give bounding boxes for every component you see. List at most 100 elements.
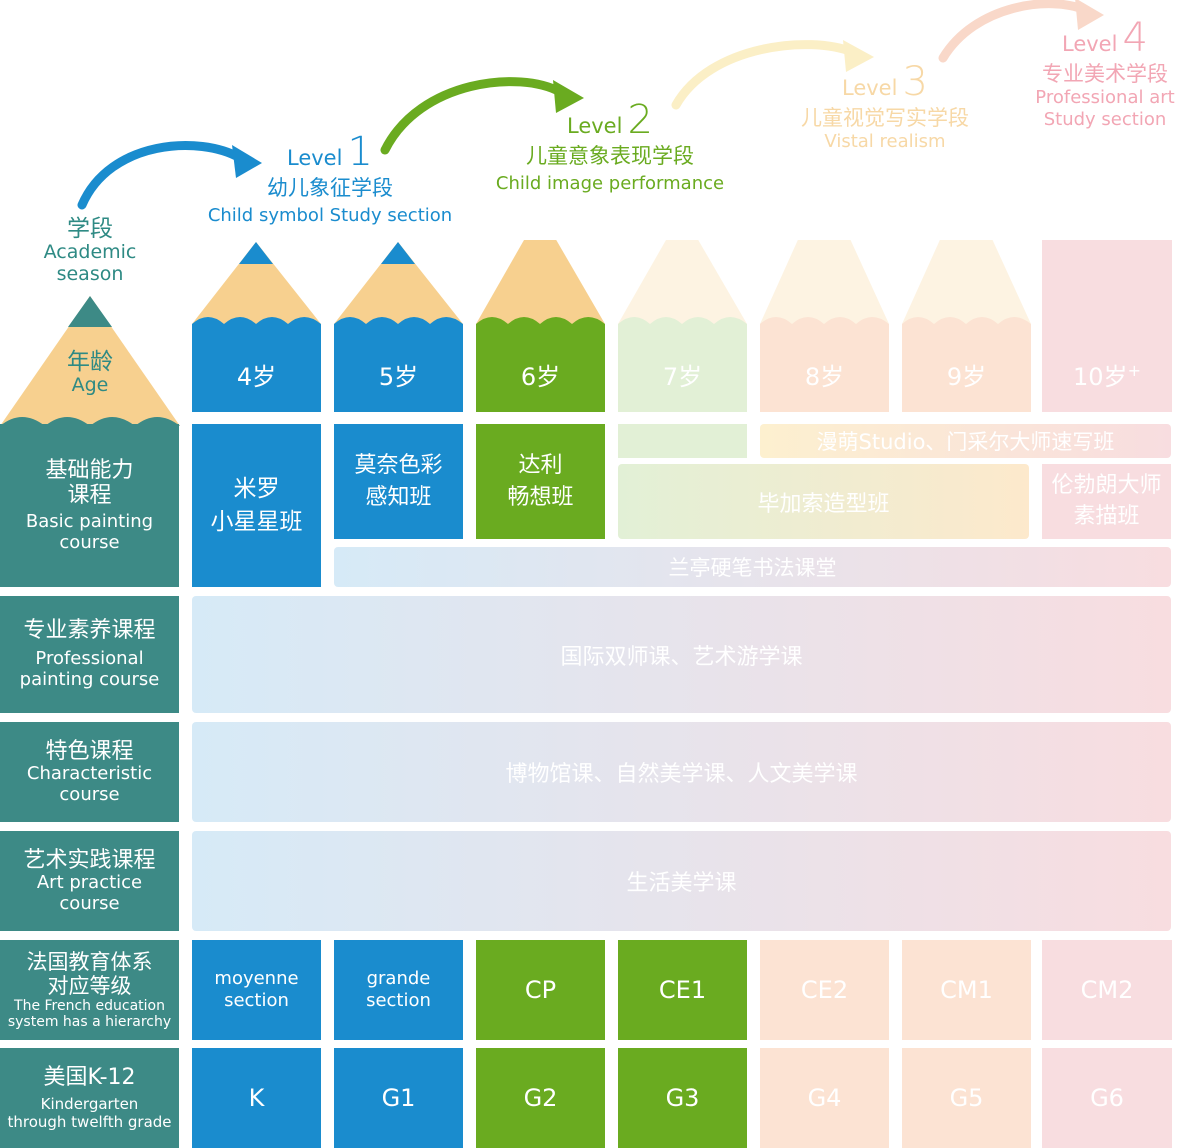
studio-text: 漫萌Studio、门采尔大师速写班 [816,430,1115,454]
us-2-text: G1 [381,1084,416,1112]
pencil-tip-6 [476,240,605,330]
french-cell-1: moyenne section [192,940,321,1040]
basic-en-2: course [59,531,120,553]
french-en-1: The French education [14,998,165,1015]
characteristic-en-2: course [59,783,120,805]
level-2-en: Child image performance [495,173,725,195]
age-cell-10: 10岁+ [1042,326,1172,412]
french-cell-5: CE2 [760,940,889,1040]
arrow-head-2 [553,80,584,113]
us-cell-3: G2 [476,1048,605,1148]
level-1-label: Level 1 幼儿象征学段 Child symbol Study sectio… [190,128,470,227]
pencil-tip-10 [1042,240,1172,330]
row-label-professional: 专业素养课程 Professional painting course [0,596,179,713]
professional-text: 国际双师课、艺术游学课 [560,644,803,670]
french-3-text: CP [524,976,557,1004]
practice-en-2: course [59,892,120,914]
pencil-tip-9 [902,240,1031,330]
level-3-zh: 儿童视觉写实学段 [801,106,969,130]
us-cell-6: G5 [902,1048,1031,1148]
pencil-tip-5 [334,242,463,330]
french-cell-6: CM1 [902,940,1031,1040]
age-cell-7: 7岁 [618,326,747,412]
age-9-text: 9岁 [946,362,987,391]
course-dali: 达利 畅想班 [476,424,605,539]
dali-line-2: 畅想班 [507,484,574,510]
course-studio: 漫萌Studio、门采尔大师速写班 [760,424,1171,458]
french-cell-4: CE1 [618,940,747,1040]
practice-text: 生活美学课 [626,871,737,896]
us-cell-5: G4 [760,1048,889,1148]
us-cell-4: G3 [618,1048,747,1148]
french-cell-3: CP [476,940,605,1040]
level-1-zh: 幼儿象征学段 [267,176,393,200]
french-6-text: CM1 [940,976,993,1004]
pencil-tip-7 [618,240,747,330]
age-8-text: 8岁 [804,362,845,391]
miro-line-2: 小星星班 [210,508,303,535]
age-header-zh: 年龄 [67,349,113,375]
arrow-head-3 [843,40,874,72]
french-zh-2: 对应等级 [47,973,132,998]
lanting-text: 兰亭硬笔书法课堂 [668,556,837,580]
age-cell-8: 8岁 [760,326,889,412]
level-2-label: Level 2 儿童意象表现学段 Child image performance [470,96,750,195]
us-4-text: G3 [665,1084,700,1112]
level-4-label: Level 4 专业美术学段 Professional art Study se… [1020,14,1180,130]
us-5-text: G4 [807,1084,842,1112]
level-3-label: Level 3 儿童视觉写实学段 Vistal realism [760,58,1010,153]
course-characteristic: 博物馆课、自然美学课、人文美学课 [192,722,1171,822]
age-header: 年龄 Age [30,349,150,397]
characteristic-zh: 特色课程 [45,738,134,764]
us-en-2: through twelfth grade [7,1112,172,1131]
us-cell-7: G6 [1042,1048,1172,1148]
arrow-to-level-4 [938,0,1090,63]
level-4-zh: 专业美术学段 [1042,62,1168,86]
age-10-plus: + [1127,360,1141,380]
row-label-us: 美国K-12 Kindergarten through twelfth grad… [0,1048,179,1148]
practice-en-1: Art practice [36,871,143,893]
basic-zh-1: 基础能力 [45,457,134,483]
age-4-text: 4岁 [236,362,277,391]
french-2-line-1: grande [366,968,431,990]
level-2-number: 2 [627,97,653,143]
age-10-value: 10岁 [1073,362,1128,391]
level-3-en: Vistal realism [824,131,946,153]
us-7-text: G6 [1090,1084,1124,1112]
miro-line-1: 米罗 [233,476,280,503]
course-professional: 国际双师课、艺术游学课 [192,596,1171,713]
course-practice: 生活美学课 [192,831,1171,931]
us-en-1: Kindergarten [40,1095,139,1114]
level-1-word: Level [287,146,343,170]
french-zh-1: 法国教育体系 [26,949,153,974]
monet-line-1: 莫奈色彩 [354,452,443,478]
row-label-characteristic: 特色课程 Characteristic course [0,722,179,822]
characteristic-en-1: Characteristic [26,762,153,784]
course-lanting: 兰亭硬笔书法课堂 [334,547,1171,587]
french-5-text: CE2 [800,976,849,1004]
level-4-en-1: Professional art [1035,87,1175,109]
professional-zh: 专业素养课程 [23,618,156,644]
academic-en-2: season [56,263,124,286]
pencil-tips [192,240,1172,330]
level-2-word: Level [567,114,623,138]
course-7-blank [618,424,747,458]
pencil-tip-8 [760,240,889,330]
practice-zh: 艺术实践课程 [23,847,156,873]
arrow-to-level-1 [77,141,245,210]
basic-en-1: Basic painting [25,511,154,533]
row-label-basic: 基础能力 课程 Basic painting course [0,424,179,587]
us-6-text: G5 [949,1084,984,1112]
characteristic-text: 博物馆课、自然美学课、人文美学课 [505,762,858,787]
level-3-number: 3 [902,59,928,105]
age-cell-6: 6岁 [476,326,605,412]
professional-en-1: Professional [35,648,144,670]
us-cell-2: G1 [334,1048,463,1148]
french-cell-7: CM2 [1042,940,1172,1040]
rembrandt-line-2: 素描班 [1073,503,1140,529]
age-header-en: Age [71,374,109,397]
level-arrows [77,0,1104,210]
age-cell-4: 4岁 [192,326,321,412]
arrow-to-level-2 [380,77,565,155]
us-3-text: G2 [523,1084,558,1112]
